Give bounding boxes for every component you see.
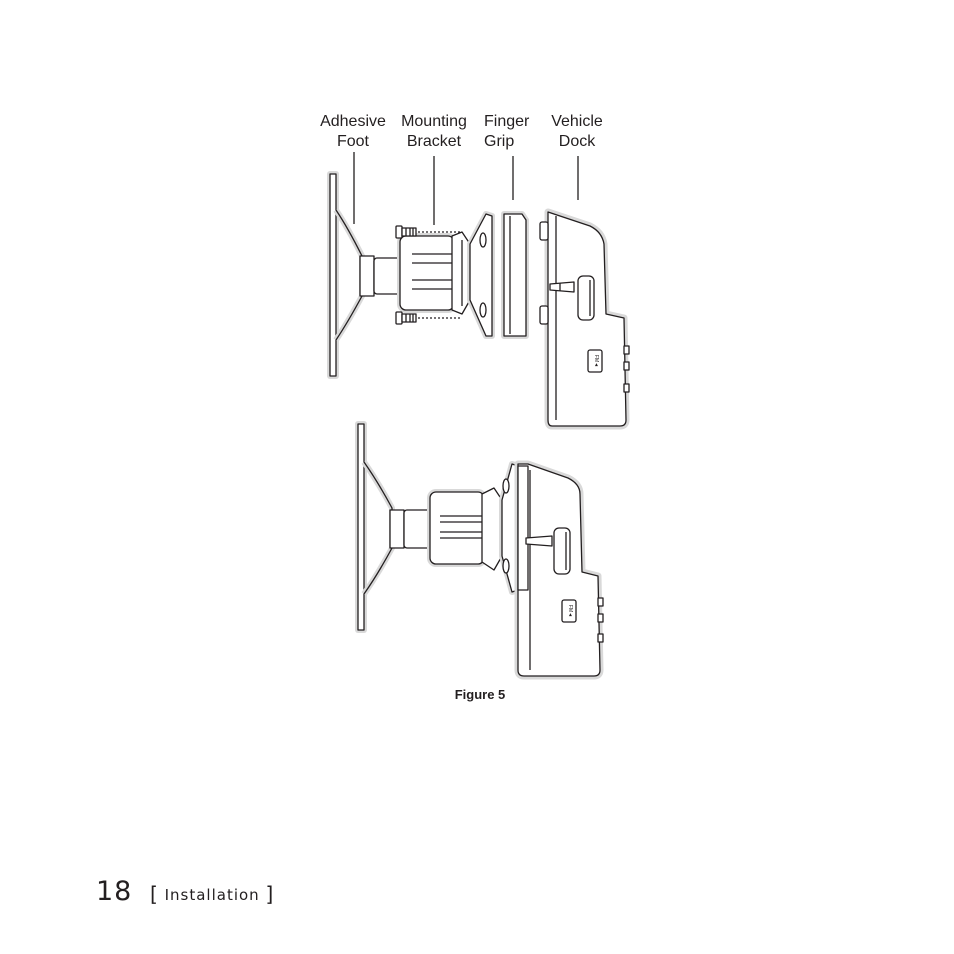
finger-grip bbox=[501, 211, 529, 339]
assembled-mounting-bracket bbox=[427, 461, 521, 595]
mounting-bracket bbox=[395, 211, 495, 339]
adhesive-foot bbox=[327, 171, 403, 379]
section-title: [ Installation ] bbox=[150, 881, 275, 906]
assembled-vehicle-dock: FM◄ bbox=[514, 460, 604, 680]
leader-lines bbox=[353, 152, 579, 225]
vehicle-dock: FM◄ bbox=[539, 208, 630, 430]
close-bracket: ] bbox=[265, 882, 275, 906]
assembled-adhesive-foot bbox=[355, 421, 435, 633]
exploded-view: FM◄ bbox=[327, 171, 630, 430]
figure-caption: Figure 5 bbox=[454, 687, 506, 702]
section-label: Installation bbox=[164, 886, 260, 904]
fm-button-label: FM◄ bbox=[593, 355, 599, 367]
assembled-view: FM◄ bbox=[355, 421, 604, 680]
page-number: 18 bbox=[96, 876, 133, 907]
open-bracket: [ bbox=[150, 882, 159, 906]
fm-button-label-assembled: FM◄ bbox=[567, 605, 573, 617]
